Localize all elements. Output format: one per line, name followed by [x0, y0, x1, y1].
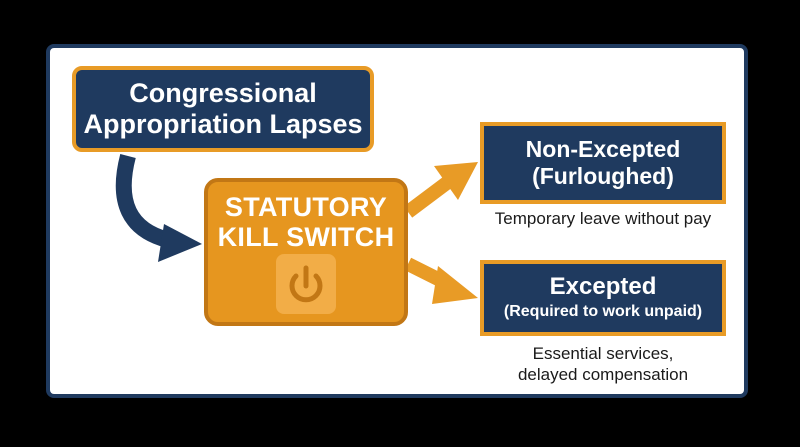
curved-arrow-icon	[115, 153, 202, 262]
excepted-box: Excepted (Required to work unpaid)	[480, 260, 726, 336]
excepted-title: Excepted	[549, 273, 657, 300]
switch-line-2: KILL SWITCH	[217, 222, 395, 252]
excepted-note-line-2: delayed compensation	[517, 365, 689, 384]
arrow-to-non-excepted-icon	[403, 162, 478, 218]
kill-switch-box: STATUTORY KILL SWITCH	[204, 178, 408, 326]
excepted-subtitle: (Required to work unpaid)	[503, 303, 703, 320]
excepted-note: Essential services, delayed compensation	[480, 343, 726, 385]
non-excepted-box: Non-Excepted (Furloughed)	[480, 122, 726, 204]
non-excepted-note: Temporary leave without pay	[494, 209, 712, 228]
non-excepted-subtitle: (Furloughed)	[532, 163, 674, 189]
power-icon	[276, 254, 336, 314]
excepted-note-line-1: Essential services,	[532, 344, 674, 363]
appropriation-lapse-box: Congressional Appropriation Lapses	[72, 66, 374, 152]
non-excepted-title: Non-Excepted	[525, 136, 681, 162]
cause-line-1: Congressional	[129, 78, 317, 108]
cause-line-2: Appropriation Lapses	[83, 109, 363, 139]
switch-line-1: STATUTORY	[224, 192, 388, 222]
arrow-to-excepted-icon	[404, 257, 478, 304]
